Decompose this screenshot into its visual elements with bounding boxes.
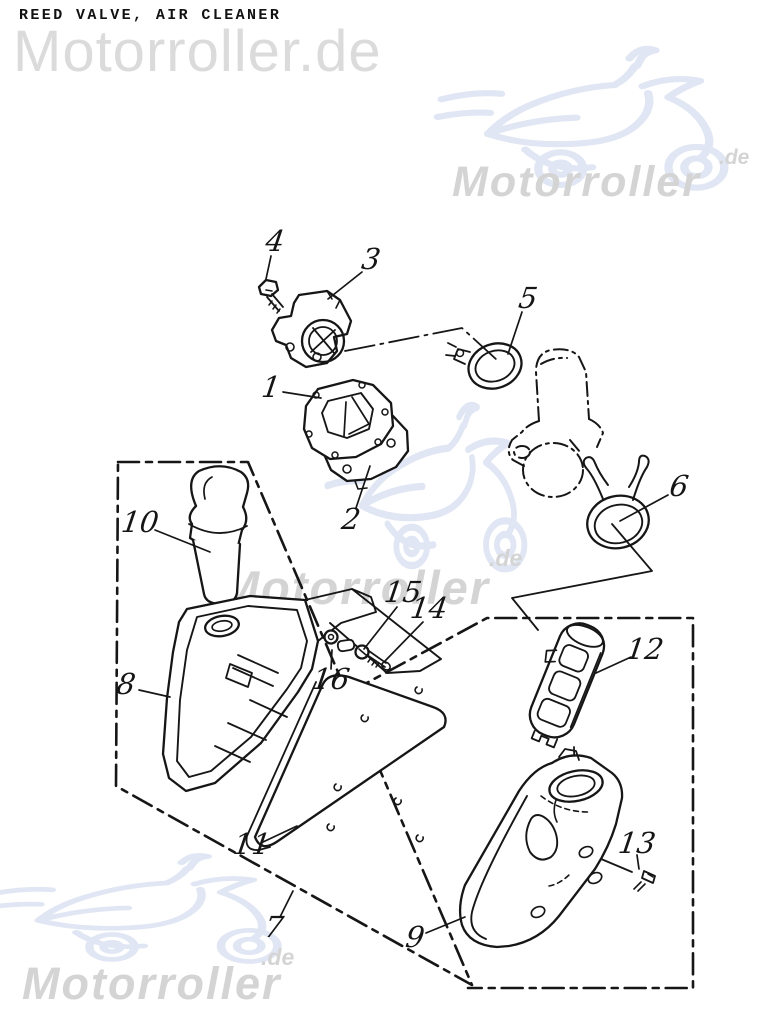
watermark-tld-top-right: .de xyxy=(719,146,750,169)
watermark-banner-text: Motorroller.de xyxy=(13,19,382,84)
leader-line-3 xyxy=(327,271,363,300)
leader-line-16 xyxy=(330,649,333,670)
watermark-brand-top-right: Motorroller xyxy=(452,158,701,206)
leader-line-4 xyxy=(265,255,272,280)
callout-9: 9 xyxy=(403,920,427,955)
callout-8: 8 xyxy=(114,667,138,702)
leader-line-9 xyxy=(425,916,466,934)
part-9-cover-drawing xyxy=(458,748,624,949)
callout-6: 6 xyxy=(667,469,691,504)
part-6-wire-clamp-drawing xyxy=(582,454,650,550)
leader-line-2 xyxy=(355,465,371,509)
clamp6-assembly-line xyxy=(511,523,653,631)
part-8-air-cleaner-case-drawing xyxy=(161,588,442,793)
part-12-filter-cage-drawing xyxy=(528,622,606,749)
callout-13: 13 xyxy=(616,826,658,861)
leader-line-14 xyxy=(384,621,424,662)
part-16-fasteners-drawing xyxy=(323,629,356,653)
leader-line-15 xyxy=(363,606,398,650)
dashed-boundary-right xyxy=(348,616,695,990)
watermark-brand-bottom-left: Motorroller xyxy=(22,958,282,1009)
part-15-14-screw-drawing xyxy=(354,644,391,671)
callout-4: 4 xyxy=(263,224,287,259)
callout-7: 7 xyxy=(262,910,286,945)
leader-line-6 xyxy=(619,494,669,522)
callout-10: 10 xyxy=(119,505,161,540)
leader-line-8 xyxy=(138,689,171,698)
phantom-line-to-clamp xyxy=(344,327,498,361)
page-title: REED VALVE, AIR CLEANER xyxy=(19,7,282,24)
dashed-boundary-left xyxy=(114,460,474,987)
part-10-snorkel-drawing xyxy=(188,465,250,606)
callout-1: 1 xyxy=(259,370,283,405)
callout-5: 5 xyxy=(516,281,540,316)
callout-2: 2 xyxy=(339,502,363,537)
watermark-tld-middle: .de xyxy=(489,545,523,571)
part-3-reed-valve-drawing xyxy=(270,289,353,369)
part-1-reed-plate-drawing xyxy=(302,378,395,461)
carburetor-reference-drawing xyxy=(507,348,604,498)
leader-line-5 xyxy=(507,311,523,355)
leader-line-13 xyxy=(636,854,640,870)
leader-line-1 xyxy=(282,391,322,399)
part-11-filter-element-drawing xyxy=(245,674,447,851)
watermark-tld-bottom-left: .de xyxy=(261,944,295,970)
callout-12: 12 xyxy=(624,632,666,667)
callout-11: 11 xyxy=(231,827,273,862)
part-13-screw-drawing xyxy=(633,870,656,892)
part-5-hose-clamp-drawing xyxy=(445,342,523,390)
callout-15: 15 xyxy=(382,575,424,610)
callout-leader-lines xyxy=(138,255,669,934)
leader-line-7 xyxy=(279,890,294,918)
callout-3: 3 xyxy=(359,242,383,277)
part-4-bolt-drawing xyxy=(257,278,284,314)
leader-line-11 xyxy=(262,825,298,843)
leader-line-12 xyxy=(595,656,632,674)
callout-16: 16 xyxy=(310,662,352,697)
leader-line-10 xyxy=(154,529,211,553)
